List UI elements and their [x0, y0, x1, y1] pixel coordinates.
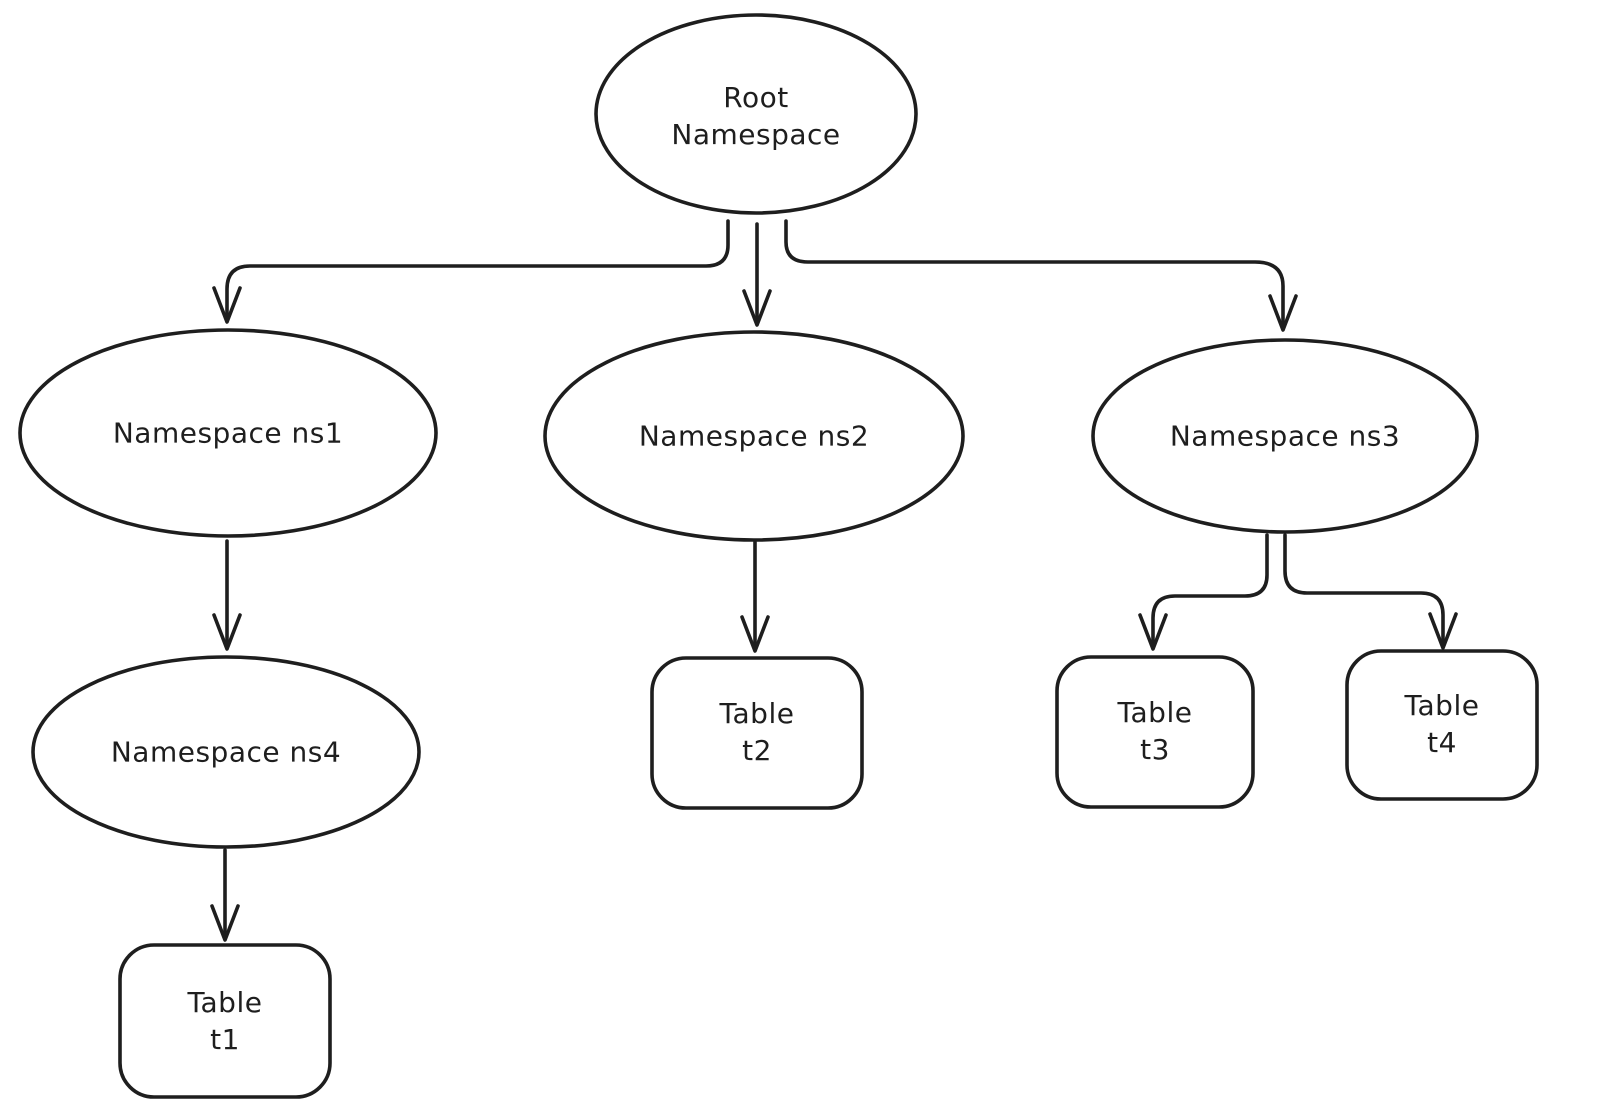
edge-root-ns1 — [212, 219, 730, 324]
node-table-t3-rect — [1055, 655, 1255, 809]
arrowhead-icon — [210, 904, 240, 942]
node-label-table-t4: Table t4 — [1404, 689, 1480, 759]
edge-root-ns3 — [784, 219, 1298, 332]
node-label-namespace-ns1: Namespace ns1 — [112, 416, 344, 450]
node-namespace-ns4-ellipse — [31, 655, 421, 849]
edge-root-ns2 — [742, 222, 772, 327]
edge-ns2-t2 — [740, 540, 770, 653]
node-label-table-t2: Table t2 — [719, 697, 795, 767]
node-table-t4-rect — [1345, 649, 1539, 801]
arrowhead-icon — [1138, 613, 1168, 651]
node-label-table-t3: Table t3 — [1117, 696, 1193, 766]
edge-line — [225, 219, 730, 318]
edge-line — [784, 219, 1285, 326]
node-table-t1-rect — [118, 943, 332, 1099]
node-label-table-t1: Table t1 — [187, 986, 263, 1056]
node-namespace-ns3-ellipse — [1091, 338, 1479, 534]
node-namespace-ns1-ellipse — [18, 328, 438, 538]
edge-line — [1151, 533, 1269, 645]
node-root-namespace-ellipse — [594, 13, 918, 215]
arrowhead-icon — [740, 615, 770, 653]
node-label-namespace-ns2: Namespace ns2 — [638, 419, 870, 453]
arrowhead-icon — [1268, 294, 1298, 332]
edge-ns3-t4 — [1283, 533, 1458, 650]
edge-line — [1283, 533, 1445, 644]
edge-ns1-ns4 — [212, 539, 242, 651]
arrowhead-icon — [742, 289, 772, 327]
arrowhead-icon — [212, 286, 242, 324]
edge-ns3-t3 — [1138, 533, 1269, 651]
node-table-t2-rect — [650, 656, 864, 810]
arrowhead-icon — [1428, 612, 1458, 650]
node-label-root-namespace: Root Namespace — [671, 81, 841, 151]
arrowhead-icon — [212, 613, 242, 651]
edge-ns4-t1 — [210, 848, 240, 942]
node-label-namespace-ns3: Namespace ns3 — [1169, 419, 1401, 453]
node-label-namespace-ns4: Namespace ns4 — [110, 735, 342, 769]
node-namespace-ns2-ellipse — [543, 330, 965, 542]
